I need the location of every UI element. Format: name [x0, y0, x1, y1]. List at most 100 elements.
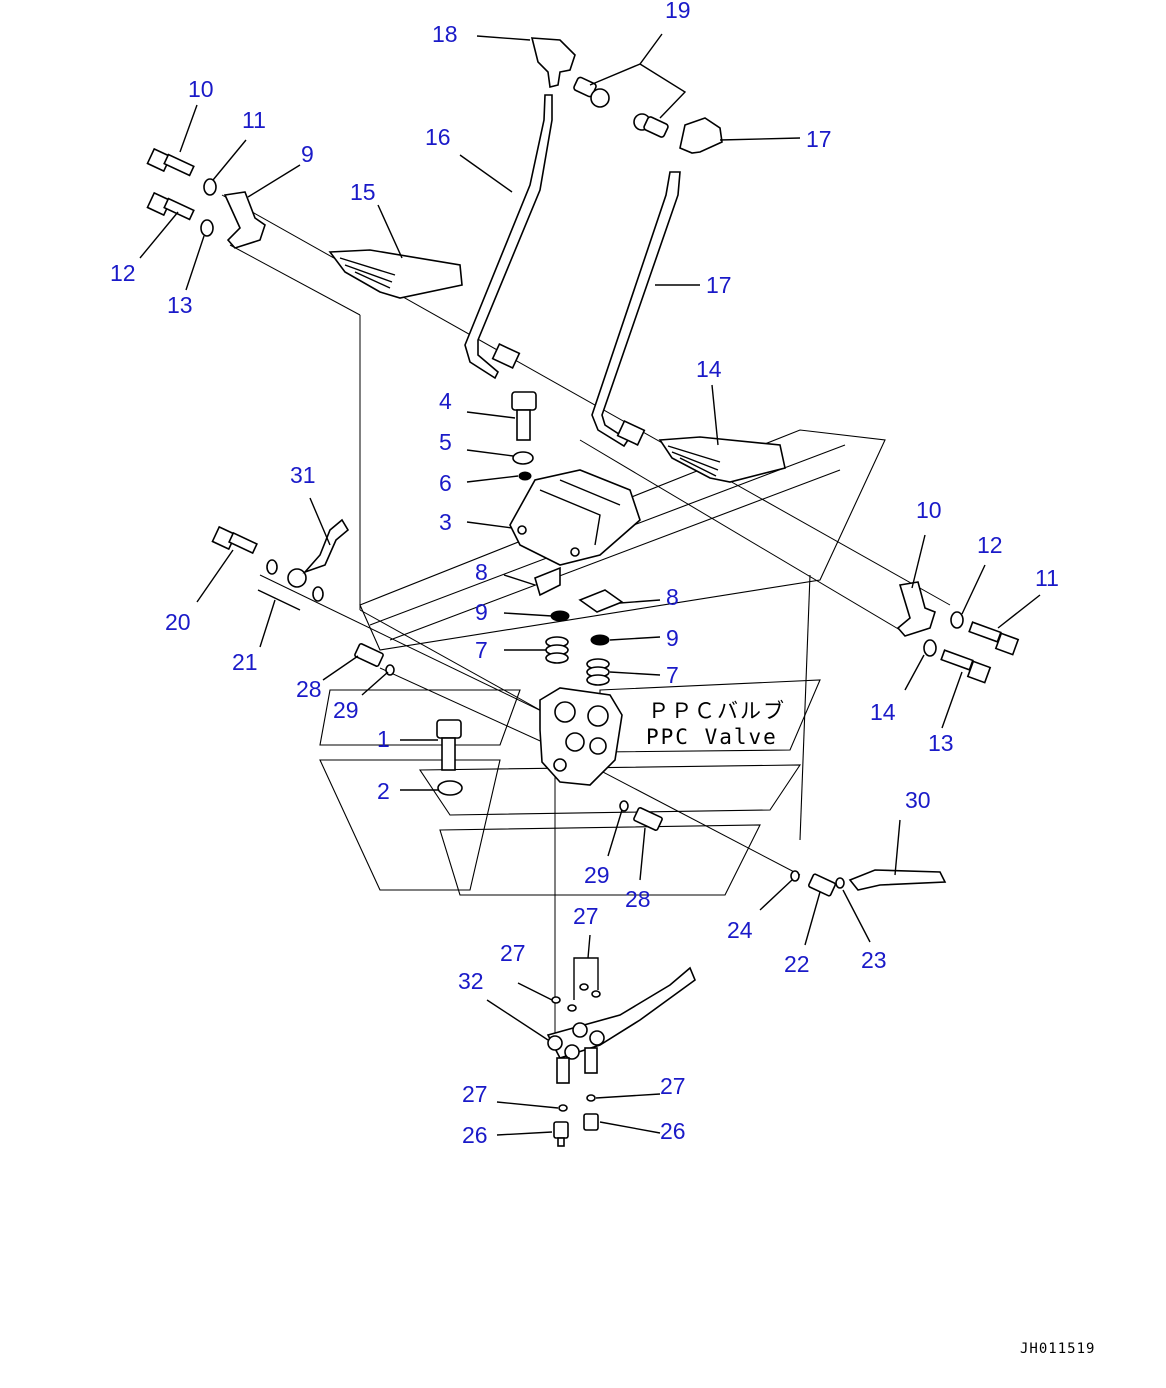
- callout-28-b: 28: [625, 886, 651, 912]
- callout-29-a: 29: [333, 697, 359, 723]
- spring-7-right: [586, 658, 610, 686]
- knob-19: [530, 37, 576, 88]
- seal-9-right: [590, 634, 610, 646]
- boot-16: [328, 249, 463, 299]
- washer-5: [512, 451, 534, 465]
- o-ring-29-right: [619, 800, 629, 812]
- callout-31: 31: [290, 462, 316, 488]
- callout-3: 3: [439, 509, 452, 535]
- fitting-28-left: [354, 643, 384, 667]
- o-ring-27-e: [558, 1104, 568, 1112]
- fitting-28-right: [633, 807, 663, 831]
- callout-20: 19: [665, 0, 691, 23]
- bolt-11-right: [968, 621, 1020, 656]
- callout-29-b: 29: [584, 862, 610, 888]
- callout-labels: 18 19 17 16 17 15 14 9 10 11 12 13 4 5 6…: [110, 0, 1059, 1148]
- callout-21: 20: [165, 609, 191, 635]
- callout-27-d: 27: [660, 1073, 686, 1099]
- callout-1: 1: [377, 726, 390, 752]
- callout-16: 15: [350, 179, 376, 205]
- callout-23: 22: [784, 951, 810, 977]
- bolt-26-left: [553, 1121, 569, 1147]
- hose-30: [848, 869, 947, 891]
- bolt-11-left: [146, 147, 195, 177]
- o-ring-27-d: [591, 990, 601, 998]
- callout-17-a: 16: [425, 124, 451, 150]
- callout-17-b: 17: [706, 272, 732, 298]
- o-ring-24: [835, 877, 845, 889]
- callout-14-a: 13: [167, 292, 193, 318]
- callout-30: 30: [905, 787, 931, 813]
- callout-5: 5: [439, 429, 452, 455]
- hose-block-32: [546, 966, 696, 1084]
- boot-15: [658, 436, 786, 483]
- bracket-10-right: [896, 581, 936, 637]
- knob-18: [679, 117, 723, 154]
- bolt-26-right: [583, 1113, 599, 1131]
- callout-12-b: 12: [977, 532, 1003, 558]
- lever-rod-left: [464, 94, 553, 380]
- callout-14-b: 14: [870, 699, 896, 725]
- callout-9-a: 9: [475, 599, 488, 625]
- callout-27-b: 27: [500, 940, 526, 966]
- callout-26-a: 26: [462, 1122, 488, 1148]
- hose-31: [287, 518, 350, 588]
- assembly-axis-lines: [221, 194, 951, 1050]
- bolt-4: [511, 391, 537, 441]
- bolt-20-left: [573, 76, 610, 108]
- ppc-valve-label-jp: ＰＰＣバルブ: [648, 699, 786, 723]
- o-ring-25: [790, 870, 800, 882]
- cover-3: [509, 469, 641, 566]
- callout-13-b: 13: [928, 730, 954, 756]
- bolt-13-left: [146, 191, 195, 221]
- bolt-1: [436, 719, 462, 771]
- washer-2: [437, 780, 463, 796]
- callout-24: 23: [861, 947, 887, 973]
- callout-11-b: 11: [1035, 565, 1059, 591]
- callout-13-a: 12: [110, 260, 136, 286]
- o-ring-22-a: [266, 559, 278, 575]
- seal-9-left: [550, 610, 570, 622]
- callout-2: 2: [377, 778, 390, 804]
- callout-11-a: 10: [188, 76, 214, 102]
- ppc-valve-label-en: PPC Valve: [646, 725, 778, 749]
- plate-8-left: [534, 566, 561, 597]
- callout-7-b: 7: [666, 662, 679, 688]
- washer-14-left: [200, 219, 214, 237]
- plate-8-right: [578, 589, 624, 613]
- callout-32: 32: [458, 968, 484, 994]
- washer-12-left: [203, 178, 217, 196]
- callout-8-a: 8: [475, 559, 488, 585]
- callout-25: 24: [727, 917, 753, 943]
- callout-10-a: 9: [301, 141, 314, 167]
- callout-28-a: 28: [296, 676, 322, 702]
- callout-26-b: 26: [660, 1118, 686, 1144]
- callout-12-a: 11: [242, 107, 266, 133]
- bracket-10-left: [223, 191, 266, 249]
- o-ring-27-f: [586, 1094, 596, 1102]
- banjo-bolt-21: [211, 525, 258, 555]
- nut-6: [518, 471, 532, 481]
- callout-27-c: 27: [462, 1081, 488, 1107]
- o-ring-22-b: [312, 586, 324, 602]
- o-ring-27-a: [551, 996, 561, 1004]
- callout-7-a: 7: [475, 637, 488, 663]
- o-ring-27-b: [567, 1004, 577, 1012]
- callout-4: 4: [439, 388, 452, 414]
- lever-rod-right: [591, 171, 681, 448]
- callout-27-a: 27: [573, 903, 599, 929]
- washer-14-right: [923, 639, 937, 657]
- drawing-id: JH011519: [1020, 1341, 1095, 1357]
- callout-19: 18: [432, 21, 458, 47]
- callout-15: 14: [696, 356, 722, 382]
- callout-22: 21: [232, 649, 258, 675]
- callout-9-b: 9: [666, 625, 679, 651]
- spring-7-left: [545, 636, 569, 664]
- washer-12-right: [950, 611, 964, 629]
- leader-lines: [139, 33, 1041, 1136]
- callout-6: 6: [439, 470, 452, 496]
- bolt-13-right: [940, 649, 992, 684]
- o-ring-27-c: [579, 983, 589, 991]
